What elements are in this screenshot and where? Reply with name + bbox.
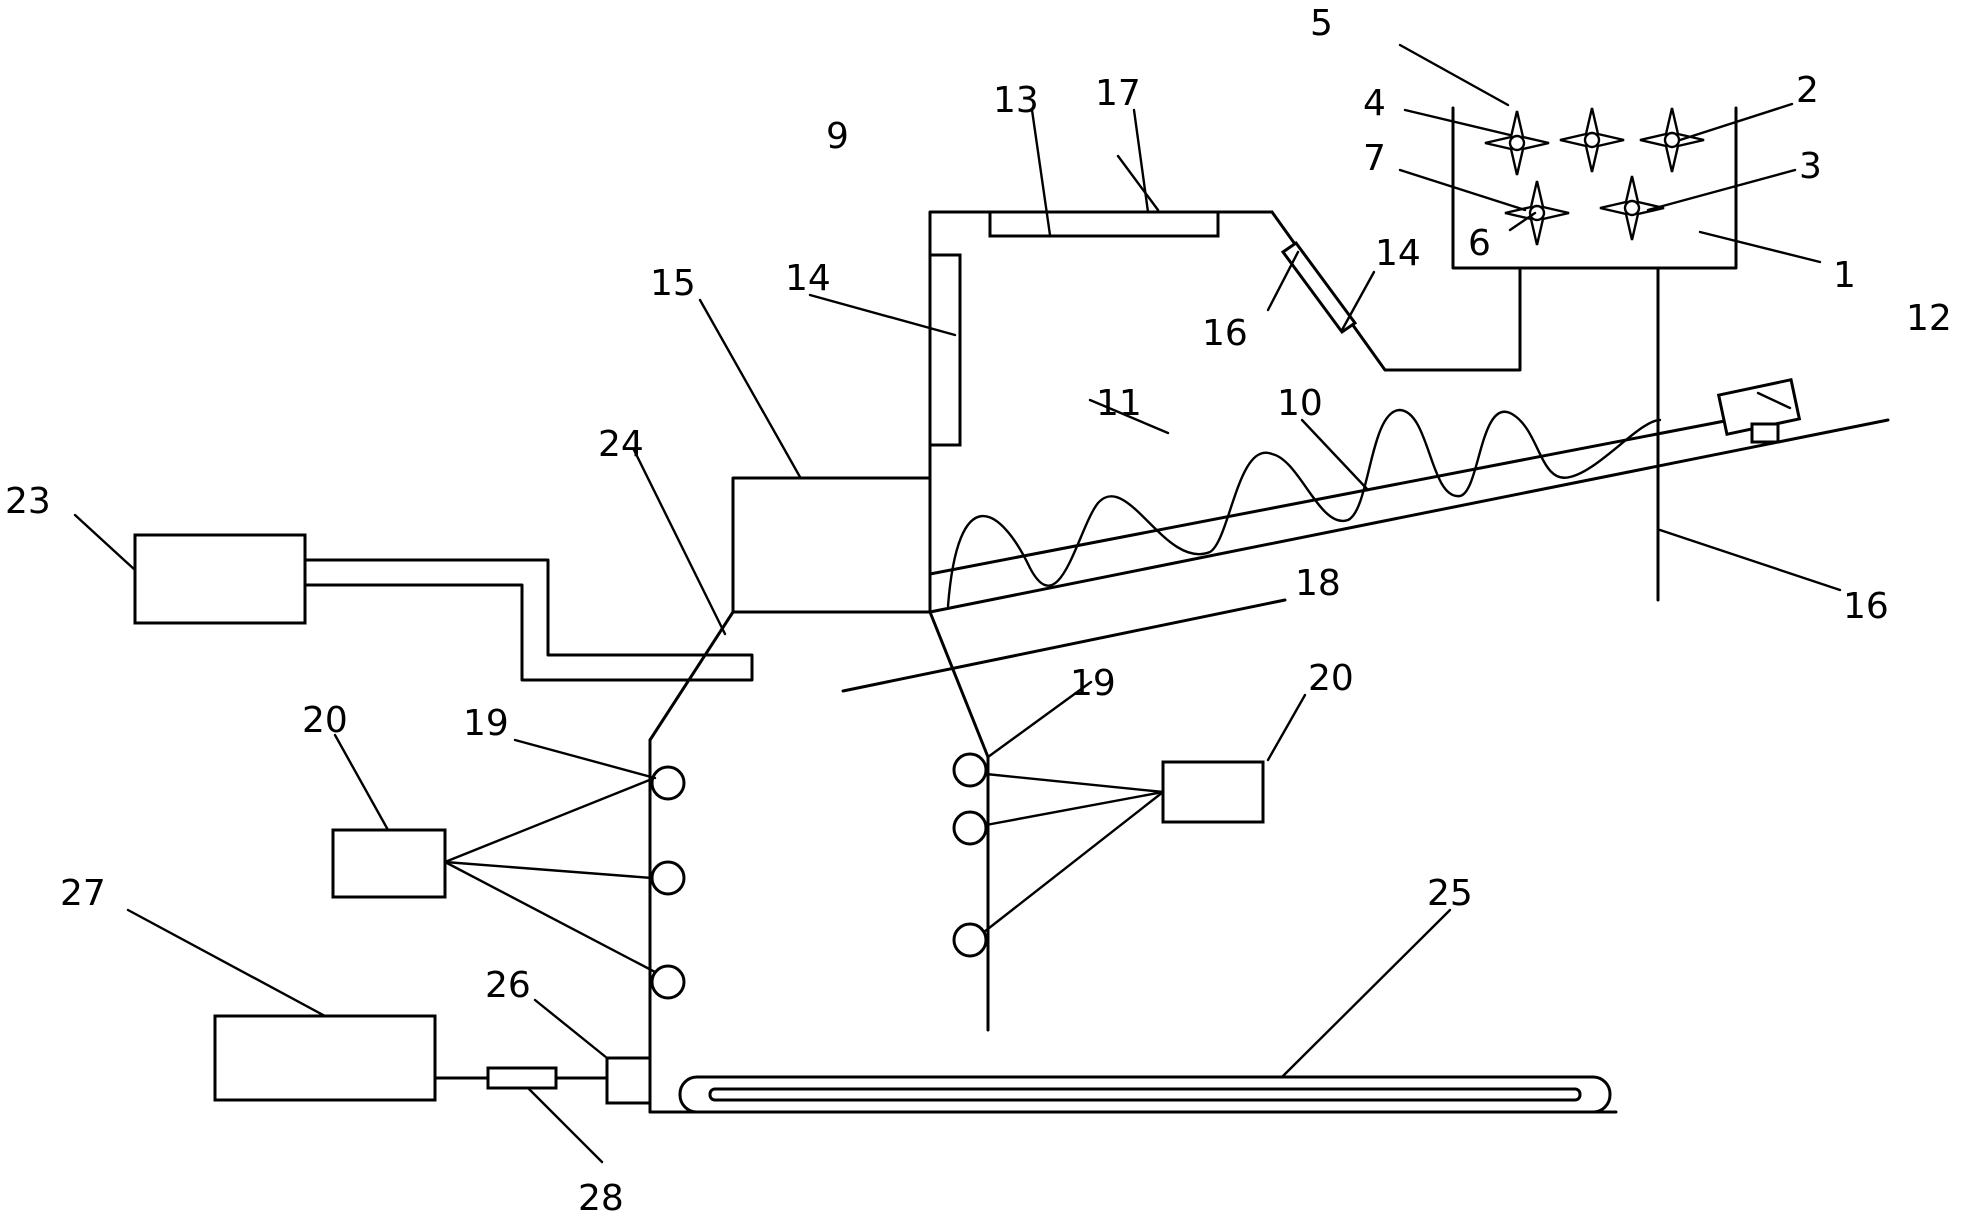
left-chute <box>648 610 1618 1114</box>
leader-lines <box>73 43 1842 1164</box>
cutter-star-4 <box>1484 110 1550 176</box>
label-17: 17 <box>1095 73 1141 114</box>
roller-19-right-2 <box>952 810 988 846</box>
label-1: 1 <box>1833 255 1856 296</box>
roller-19-left-1 <box>650 765 686 801</box>
screw-conveyor <box>928 408 1890 614</box>
label-26: 26 <box>485 965 531 1006</box>
roller-19-right-1 <box>952 752 988 788</box>
pipe-23-outer <box>303 558 754 682</box>
label-18: 18 <box>1295 563 1341 604</box>
component-20-left <box>331 828 447 899</box>
label-7: 7 <box>1363 138 1386 179</box>
component-26-box <box>605 1056 652 1105</box>
label-19-left: 19 <box>463 703 509 744</box>
plate-14-left <box>928 253 962 447</box>
label-5: 5 <box>1310 3 1333 44</box>
label-11: 11 <box>1096 383 1142 424</box>
label-25: 25 <box>1427 873 1473 914</box>
cutter-star-2 <box>1639 107 1705 173</box>
label-20-left: 20 <box>302 700 348 741</box>
label-27: 27 <box>60 873 106 914</box>
component-28-coupling <box>486 1066 558 1090</box>
cutter-star-middle <box>1559 107 1625 173</box>
labels: 1 2 3 4 5 6 7 9 10 11 12 13 14 14 15 16 … <box>5 3 1952 1219</box>
label-24: 24 <box>598 424 644 465</box>
cutter-star-6 <box>1504 180 1570 246</box>
label-16-right: 16 <box>1843 586 1889 627</box>
label-16-top: 16 <box>1202 313 1248 354</box>
label-14-left: 14 <box>785 258 831 299</box>
right-chute <box>928 610 990 1032</box>
motor-12 <box>1716 377 1802 444</box>
component-20-right <box>1161 760 1265 824</box>
label-13: 13 <box>993 80 1039 121</box>
label-20-right: 20 <box>1308 658 1354 699</box>
label-12: 12 <box>1906 298 1952 339</box>
roller-19-right-3 <box>952 922 988 958</box>
label-9: 9 <box>826 116 849 157</box>
component-1-tank <box>1270 106 1738 602</box>
label-19-right: 19 <box>1070 663 1116 704</box>
cutter-star-3 <box>1599 175 1665 241</box>
label-15: 15 <box>650 263 696 304</box>
plate-13 <box>988 210 1220 238</box>
label-2: 2 <box>1796 70 1819 111</box>
label-3: 3 <box>1799 146 1822 187</box>
plate-14-slant <box>1280 240 1358 335</box>
label-23: 23 <box>5 481 51 522</box>
component-23-box <box>133 533 307 625</box>
label-6: 6 <box>1468 223 1491 264</box>
label-10: 10 <box>1277 383 1323 424</box>
line-18 <box>841 598 1287 693</box>
label-14-right: 14 <box>1375 233 1421 274</box>
label-28: 28 <box>578 1178 624 1219</box>
label-4: 4 <box>1363 83 1386 124</box>
conveyor-belt-25 <box>678 1075 1612 1114</box>
roller-19-left-3 <box>650 964 686 1000</box>
component-27-box <box>213 1014 437 1102</box>
roller-19-left-2 <box>650 860 686 896</box>
screw-spiral-11 <box>946 408 1662 608</box>
